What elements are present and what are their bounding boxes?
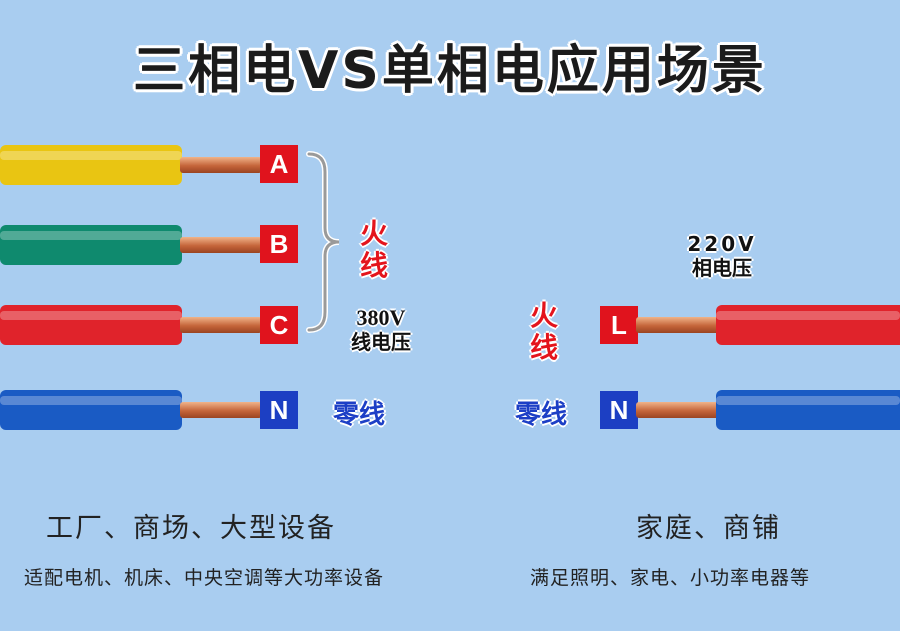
terminal-c: C bbox=[260, 306, 298, 344]
copper-n-single bbox=[636, 402, 720, 418]
neutral-wire-label: 零线 bbox=[333, 400, 386, 430]
terminal-n: N bbox=[260, 391, 298, 429]
three-phase-scene-desc: 适配电机、机床、中央空调等大功率设备 bbox=[24, 567, 385, 589]
terminal-n-single: N bbox=[600, 391, 638, 429]
terminal-l: L bbox=[600, 306, 638, 344]
copper-l bbox=[636, 317, 720, 333]
copper-a bbox=[180, 157, 262, 173]
live-wire-label: 火 线 bbox=[360, 217, 389, 282]
wire-a-yellow bbox=[0, 145, 182, 185]
single-phase-scene-desc: 满足照明、家电、小功率电器等 bbox=[530, 567, 811, 589]
terminal-b: B bbox=[260, 225, 298, 263]
terminal-a: A bbox=[260, 145, 298, 183]
wire-c-red bbox=[0, 305, 182, 345]
copper-b bbox=[180, 237, 262, 253]
copper-c bbox=[180, 317, 262, 333]
neutral-wire-label-single: 零线 bbox=[515, 400, 568, 430]
wire-n-blue-single bbox=[716, 390, 900, 430]
curly-brace-icon bbox=[306, 151, 340, 333]
single-phase-scene-title: 家庭、商铺 bbox=[636, 513, 781, 544]
phase-voltage-label: 220V 相电压 bbox=[687, 232, 757, 280]
wire-b-green bbox=[0, 225, 182, 265]
wire-n-blue bbox=[0, 390, 182, 430]
live-wire-label-single: 火 线 bbox=[530, 299, 559, 364]
line-voltage-label: 380V 线电压 bbox=[351, 305, 411, 355]
page-title: 三相电VS单相电应用场景 bbox=[133, 41, 767, 101]
three-phase-scene-title: 工厂、商场、大型设备 bbox=[46, 513, 336, 544]
wire-l-red bbox=[716, 305, 900, 345]
copper-n bbox=[180, 402, 262, 418]
